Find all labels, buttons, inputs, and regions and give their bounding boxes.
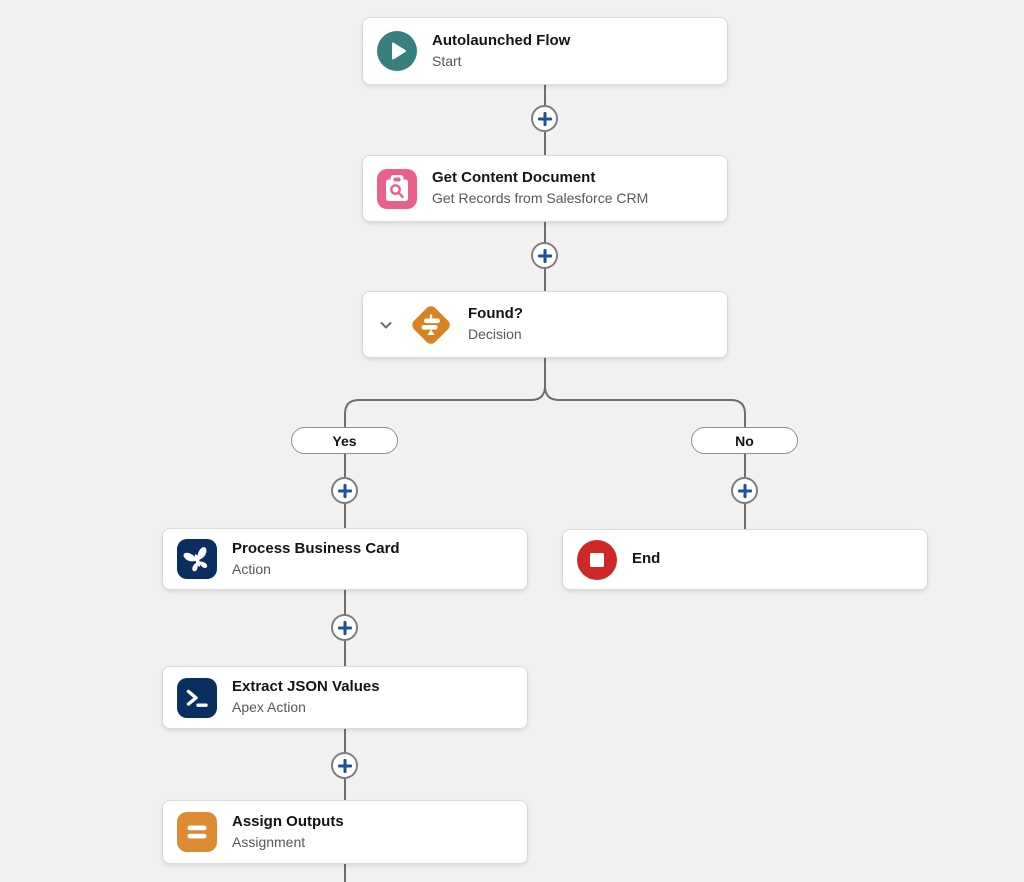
einstein-butterfly-icon [177, 539, 217, 579]
add-node-plus-icon[interactable] [331, 752, 358, 779]
add-node-plus-icon[interactable] [731, 477, 758, 504]
node-title: Autolaunched Flow [432, 31, 571, 49]
record-lookup-clipboard-icon [377, 168, 417, 209]
node-title: Process Business Card [232, 539, 400, 557]
node-subtitle: Get Records from Salesforce CRM [432, 190, 649, 207]
stop-square-icon [577, 539, 617, 580]
flow-node-assign-outputs[interactable]: Assign Outputs Assignment [162, 800, 528, 864]
node-title: Assign Outputs [232, 812, 344, 830]
add-node-plus-icon[interactable] [531, 242, 558, 269]
node-subtitle: Apex Action [232, 699, 306, 716]
node-title: Found? [468, 305, 523, 323]
flow-node-process-business-card[interactable]: Process Business Card Action [162, 528, 528, 590]
assignment-equals-icon [177, 812, 217, 852]
flow-node-end[interactable]: End [562, 529, 928, 590]
branch-label-yes: Yes [291, 427, 398, 454]
flow-node-extract-json-values[interactable]: Extract JSON Values Apex Action [162, 666, 528, 729]
flow-node-start[interactable]: Autolaunched Flow Start [362, 17, 728, 85]
node-title: Extract JSON Values [232, 678, 380, 696]
node-title: Get Content Document [432, 169, 596, 187]
flow-node-get-content-document[interactable]: Get Content Document Get Records from Sa… [362, 155, 728, 222]
node-subtitle: Start [432, 52, 462, 69]
node-subtitle: Decision [468, 326, 522, 343]
decision-signpost-diamond-icon [405, 299, 457, 351]
add-node-plus-icon[interactable] [531, 105, 558, 132]
add-node-plus-icon[interactable] [331, 614, 358, 641]
chevron-down-icon[interactable] [377, 316, 395, 334]
branch-label-no: No [691, 427, 798, 454]
node-subtitle: Action [232, 560, 271, 577]
flow-node-found-decision[interactable]: Found? Decision [362, 291, 728, 358]
node-title: End [632, 550, 661, 568]
node-subtitle: Assignment [232, 833, 306, 850]
apex-terminal-icon [177, 677, 217, 718]
play-circle-icon [377, 31, 417, 71]
add-node-plus-icon[interactable] [331, 477, 358, 504]
